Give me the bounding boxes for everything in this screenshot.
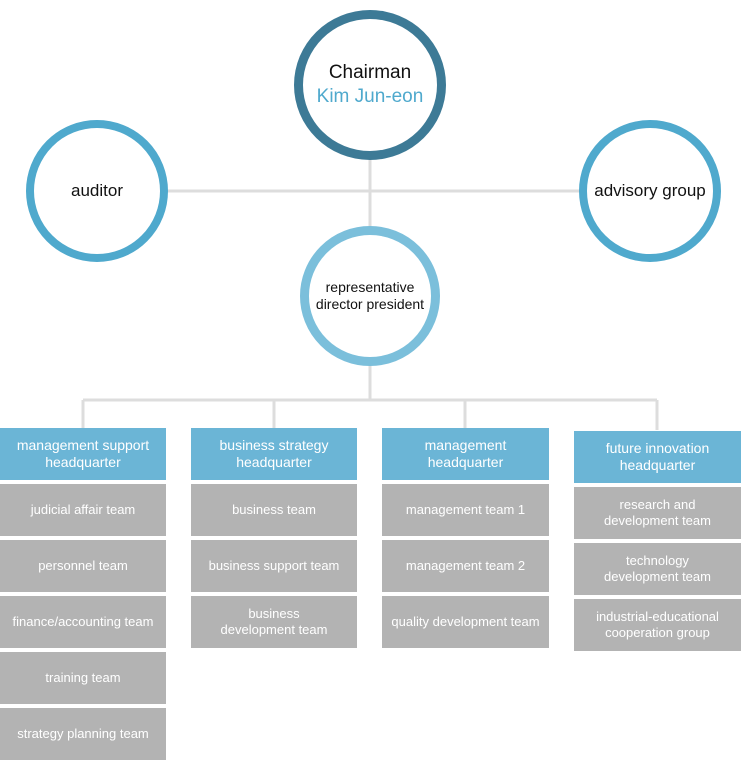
team-label: judicial affair team [30,502,136,517]
team-label: management team 1 [405,502,526,517]
team-box: industrial-educational cooperation group [574,599,741,651]
representative-director-label: representative director president [315,279,425,312]
team-label: industrial-educational cooperation group [596,609,719,640]
auditor-node: auditor [26,120,168,262]
chairman-name: Kim Jun-eon [316,86,424,107]
hq-header-label: management headquarter [424,437,507,470]
team-box: business team [191,484,357,536]
team-label: strategy planning team [17,726,149,741]
team-box: management team 1 [382,484,549,536]
hq-column-management: management headquarter management team 1… [382,428,549,648]
auditor-label: auditor [71,181,123,200]
hq-header: future innovation headquarter [574,431,741,483]
team-box: personnel team [0,540,166,592]
team-box: business support team [191,540,357,592]
team-box: business development team [191,596,357,648]
team-label: business team [232,502,316,517]
hq-header-label: business strategy headquarter [219,437,329,470]
team-box: technology development team [574,543,741,595]
chairman-title: Chairman [328,62,412,83]
team-label: business development team [220,606,328,637]
team-box: judicial affair team [0,484,166,536]
team-label: quality development team [391,614,540,629]
hq-header: management headquarter [382,428,549,480]
team-label: finance/accounting team [12,614,154,629]
team-label: technology development team [604,553,711,584]
team-box: quality development team [382,596,549,648]
team-label: training team [45,670,121,685]
team-box: finance/accounting team [0,596,166,648]
hq-header: management support headquarter [0,428,166,480]
hq-column-future-innovation: future innovation headquarter research a… [574,431,741,651]
hq-header-label: management support headquarter [16,437,150,470]
team-label: personnel team [38,558,128,573]
hq-header: business strategy headquarter [191,428,357,480]
hq-column-management-support: management support headquarter judicial … [0,428,166,760]
advisory-group-node: advisory group [579,120,721,262]
chairman-node: Chairman Kim Jun-eon [294,10,446,160]
hq-column-business-strategy: business strategy headquarter business t… [191,428,357,648]
team-box: strategy planning team [0,708,166,760]
hq-header-label: future innovation headquarter [605,440,710,473]
advisory-group-label: advisory group [594,181,706,200]
team-label: business support team [208,558,340,573]
team-box: management team 2 [382,540,549,592]
team-label: research and development team [604,497,711,528]
team-box: training team [0,652,166,704]
representative-director-node: representative director president [300,226,440,366]
team-box: research and development team [574,487,741,539]
team-label: management team 2 [405,558,526,573]
